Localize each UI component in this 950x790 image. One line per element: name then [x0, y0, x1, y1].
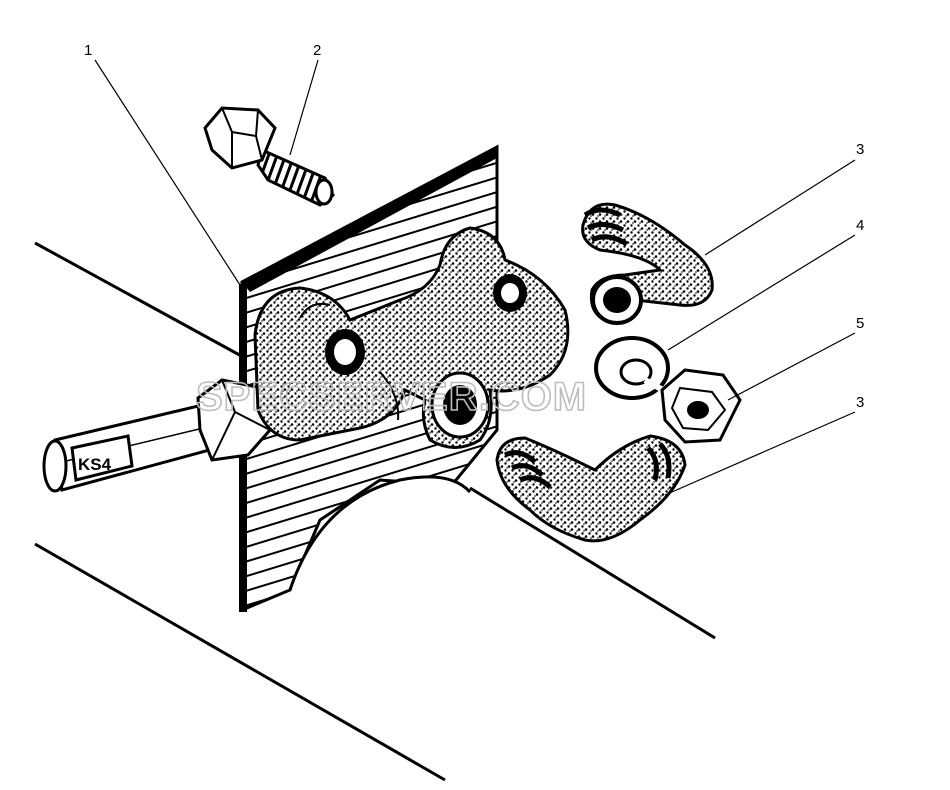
callout-3-upper: 3	[856, 141, 864, 158]
leader-lines	[94, 59, 856, 496]
callout-5: 5	[856, 315, 864, 332]
hex-nut	[660, 368, 742, 444]
valve-body	[253, 226, 570, 449]
bolt	[203, 106, 335, 207]
callout-1: 1	[84, 42, 92, 59]
washer	[594, 336, 674, 400]
frame-beam	[34, 241, 716, 782]
elbow-fitting-upper	[581, 202, 714, 325]
part-marking: KS4	[78, 455, 112, 474]
callout-4: 4	[856, 217, 864, 234]
callout-3-lower: 3	[856, 394, 864, 411]
watermark: SPECSERVER.COM	[196, 375, 587, 419]
control-shaft: KS4	[42, 378, 272, 493]
elbow-fitting-lower	[495, 434, 687, 543]
callout-2: 2	[313, 42, 321, 59]
